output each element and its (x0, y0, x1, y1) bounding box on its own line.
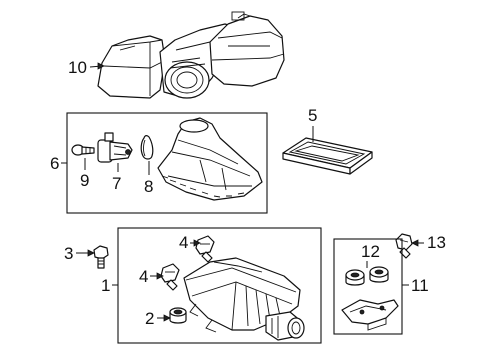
callout-8: 8 (144, 161, 153, 196)
callout-label-4-upper: 4 (179, 233, 188, 252)
air-duct-housing (157, 117, 263, 201)
callout-2: 2 (145, 309, 171, 328)
callout-label-9: 9 (80, 171, 89, 190)
callout-label-4-lower: 4 (139, 267, 148, 286)
mounting-bracket (341, 299, 399, 331)
clip-part-4-upper (195, 235, 215, 263)
callout-1: 1 (101, 276, 118, 295)
air-filter-part-5 (282, 137, 373, 175)
callout-12: 12 (361, 242, 380, 268)
callout-label-7: 7 (112, 174, 121, 193)
callout-label-5: 5 (308, 106, 317, 125)
callout-13: 13 (411, 233, 446, 252)
callout-10: 10 (68, 58, 105, 77)
grommet-pair-part-12 (345, 266, 389, 286)
callout-label-8: 8 (144, 177, 153, 196)
callout-6: 6 (50, 154, 67, 173)
grommet-part-2 (169, 307, 187, 324)
callout-label-1: 1 (101, 276, 110, 295)
bolt-part-3 (93, 245, 109, 269)
callout-label-2: 2 (145, 309, 154, 328)
callout-3: 3 (64, 244, 95, 263)
callout-label-3: 3 (64, 244, 73, 263)
callout-label-11: 11 (411, 276, 429, 295)
callout-5: 5 (308, 106, 317, 142)
callout-4-lower: 4 (139, 267, 164, 286)
clip-part-4-lower (160, 263, 180, 291)
callout-4-upper: 4 (179, 233, 201, 252)
callout-9: 9 (80, 158, 89, 190)
callout-label-10: 10 (68, 58, 87, 77)
mass-air-flow-sensor-part-7 (97, 132, 133, 163)
group-box-11 (333, 238, 403, 335)
push-pin-part-13 (395, 233, 413, 259)
screw-part-9 (71, 144, 95, 156)
air-cleaner-lower-housing (183, 257, 305, 341)
gasket-part-8 (140, 135, 154, 160)
callout-label-13: 13 (427, 233, 446, 252)
callout-7: 7 (112, 163, 121, 193)
callout-label-6: 6 (50, 154, 59, 173)
callout-label-12: 12 (361, 242, 380, 261)
callout-11: 11 (402, 276, 429, 295)
intake-resonator-assembly (97, 11, 285, 99)
